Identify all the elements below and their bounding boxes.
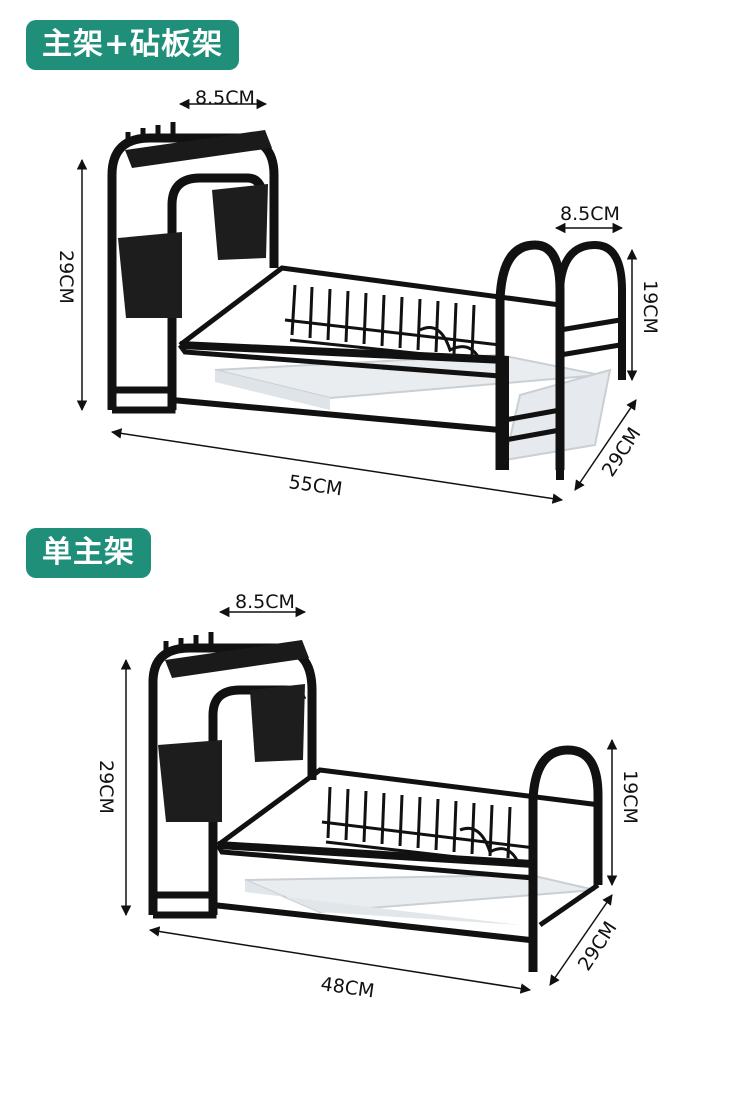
dimension-label: 55CM	[287, 471, 343, 500]
dimension-lines	[76, 98, 638, 504]
single-rack-image	[148, 632, 603, 972]
dimension-lines	[120, 606, 618, 994]
section-title-badge: 单主架	[26, 528, 151, 578]
dimension-label: 29CM	[55, 250, 77, 304]
dimension-label: 8.5CM	[235, 591, 295, 613]
dimension-label: 48CM	[319, 973, 375, 1002]
dimension-label: 19CM	[639, 280, 661, 334]
dimension-label: 29CM	[574, 918, 622, 975]
dimension-label: 29CM	[95, 760, 117, 814]
section-title-badge: 主架+砧板架	[26, 20, 240, 70]
dimension-label: 8.5CM	[560, 203, 620, 225]
dimension-label: 19CM	[619, 770, 641, 824]
dimension-label: 8.5CM	[195, 87, 255, 109]
dimension-label: 29CM	[598, 424, 646, 481]
rack-with-board-holder-image	[107, 122, 626, 480]
